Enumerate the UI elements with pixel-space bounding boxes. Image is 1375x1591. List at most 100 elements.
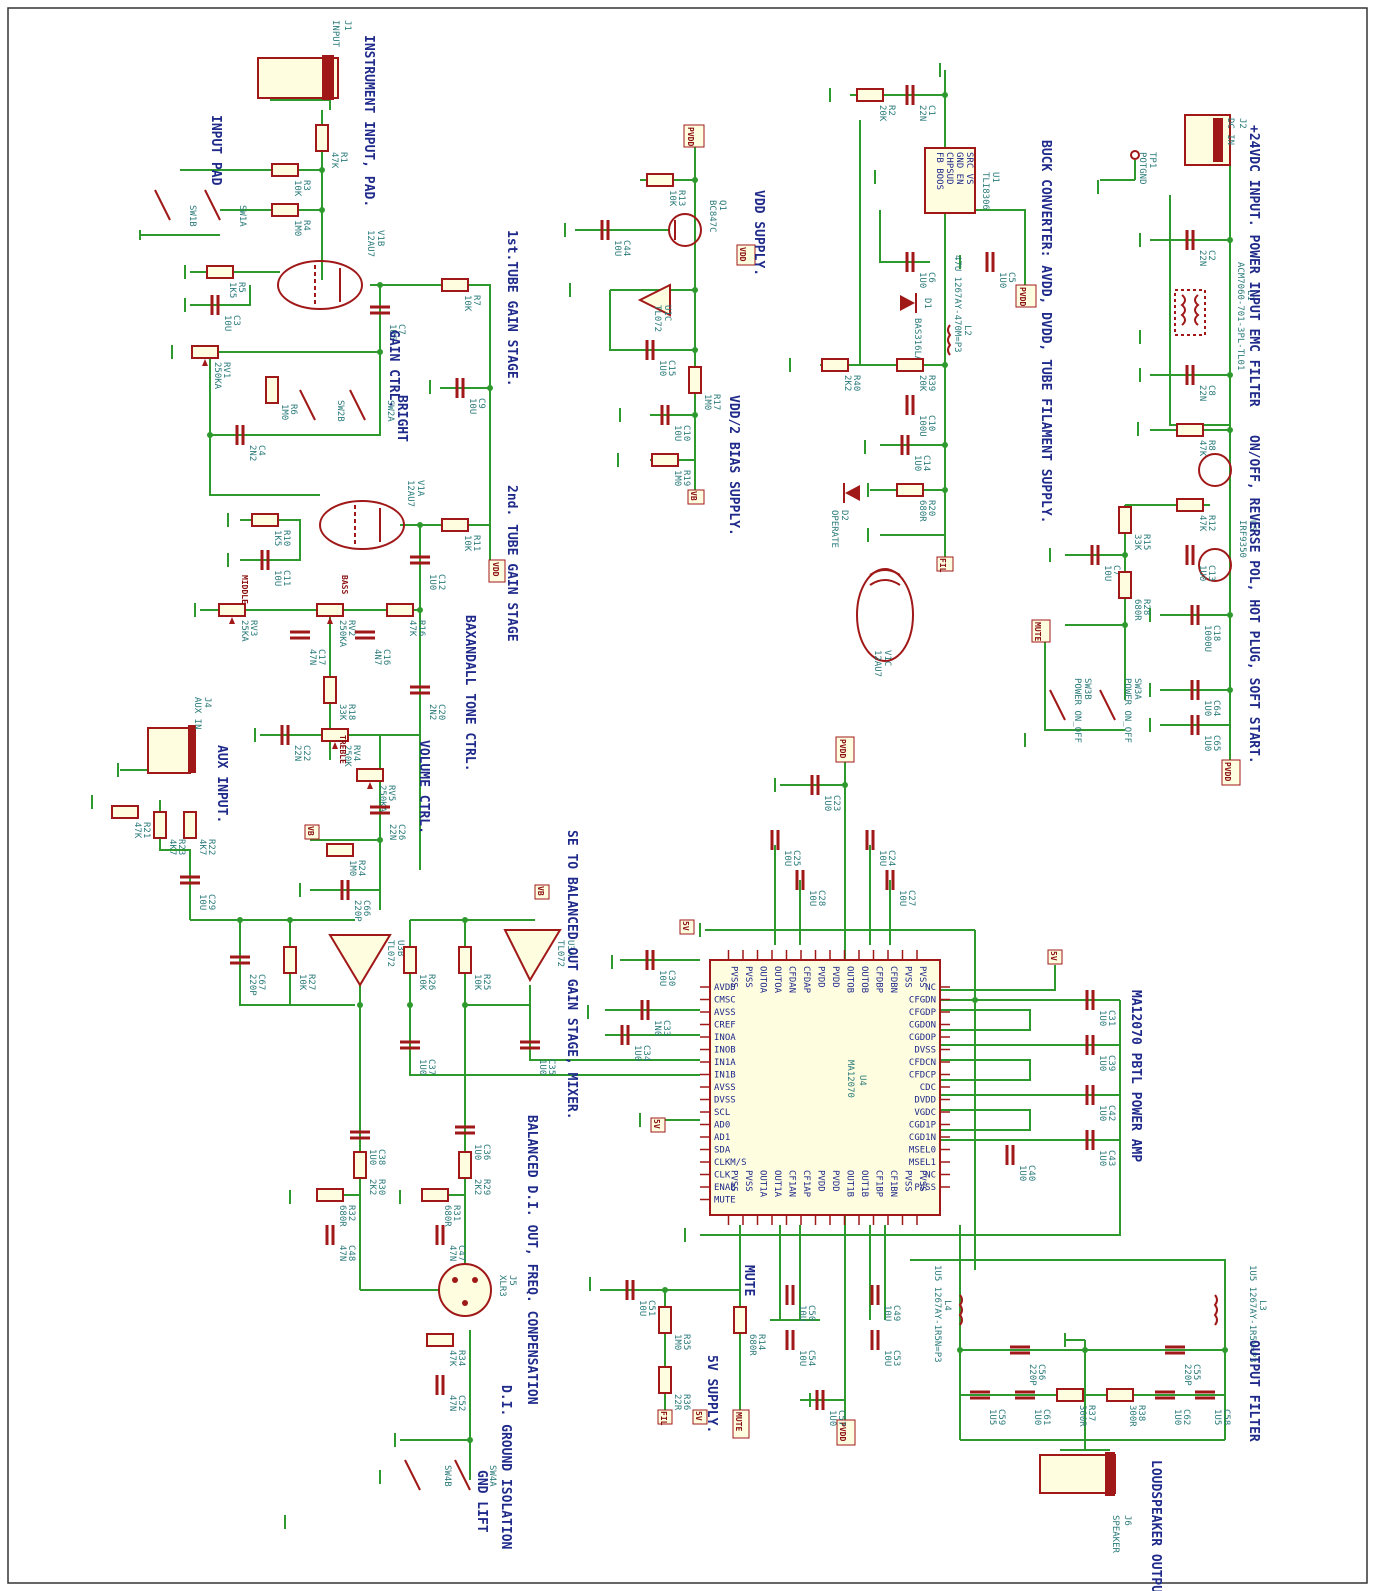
c1-ref: C1 [926, 105, 936, 116]
wire-network [120, 70, 1231, 1480]
l3-val: 1U5 1267AY-1R5N=P3 [1247, 1265, 1257, 1363]
r15-value: 33K [1132, 534, 1142, 551]
v1b-ref: V1B [375, 230, 385, 246]
r31-body [421, 1188, 449, 1202]
rv1-ref: RV1 [221, 362, 231, 378]
r8-ref: R8 [1206, 440, 1216, 451]
u5-ref: U5 [1247, 520, 1257, 531]
r14-ref: R14 [756, 1334, 766, 1350]
r24-ref: R24 [356, 860, 366, 876]
u1-pin-2: GND EN [954, 152, 964, 185]
r21-ref: R21 [141, 822, 151, 838]
c23-value: 1U0 [822, 795, 832, 811]
c14-value: 1U0 [912, 455, 922, 471]
r10-ref: R10 [281, 530, 291, 546]
rv5-body [356, 768, 384, 782]
ic-bottom-pin-2: PVSS [903, 1170, 913, 1192]
c7-value: 1U5 [387, 324, 397, 340]
c7b-ref: C7 [1111, 565, 1121, 576]
ic-bottom-pin-9: CF1AP [801, 1170, 811, 1198]
title-on-off: ON/OFF, REVERSE POL, HOT PLUG, SOFT STAR… [1246, 435, 1261, 764]
q1-ref: Q1 [717, 200, 727, 211]
r2-ref: R2 [886, 105, 896, 116]
r15-body [1118, 506, 1132, 534]
c42-value: 1U0 [1097, 1105, 1107, 1121]
c11-ref: C11 [281, 570, 291, 586]
title-power-amp: MA12070 PBTL POWER AMP [1128, 990, 1143, 1162]
c54-value: 10U [797, 1350, 807, 1366]
rv5-wiper [367, 782, 373, 789]
ic-top-pin-11: OUTOA [772, 966, 782, 994]
c40-value: 1U0 [1017, 1165, 1027, 1181]
r25-value: 10K [472, 974, 482, 991]
ic-bottom-pin-6: OUT1B [845, 1170, 855, 1197]
c3-ref: C3 [231, 315, 241, 326]
inductor-l3: L3 1U5 1267AY-1R5N=P3 [1213, 1265, 1267, 1363]
c12-value: 1U0 [427, 574, 437, 590]
r11-value: 10K [462, 535, 472, 552]
rv3-value: 25KA [239, 620, 249, 642]
c30-ref: C30 [666, 970, 676, 986]
c52-value: 47N [447, 1395, 457, 1411]
q1-type: BC847C [707, 200, 717, 233]
c52-ref: C52 [456, 1395, 466, 1411]
c64-value: 1U0 [1202, 700, 1212, 716]
r11-ref: R11 [471, 535, 481, 551]
r19-ref: R19 [681, 470, 691, 486]
ic-top-pin-12: OUTOA [758, 966, 768, 994]
c66-ref: C66 [361, 900, 371, 916]
c16-ref: C16 [381, 649, 391, 665]
title-power-input: +24VDC INPUT. POWER INPUT EMC FILTER [1246, 125, 1261, 407]
title-vdd-supply: VDD SUPPLY. [751, 190, 766, 276]
c47-value: 47N [447, 1245, 457, 1261]
r18-body [323, 676, 337, 704]
r1-value: 47K [329, 152, 339, 169]
net-pvdd-5: PVDD [838, 1422, 847, 1441]
r27-body [283, 946, 297, 974]
sw1a-ref: SW1A [237, 205, 247, 227]
tube-v1b: V1B 12AU7 [277, 230, 385, 310]
buck-ic-u1: U1 TLI8306 SRC VS GND EN CHPSUD FB BOOS [924, 147, 1000, 214]
title-output-filter: OUTPUT FILTER [1246, 1340, 1261, 1442]
r14-body [733, 1306, 747, 1334]
r22-body [183, 811, 197, 839]
j2-name: DC IN [1225, 118, 1235, 145]
c44-ref: C44 [621, 240, 631, 256]
sw3a-label: POWER ON_OFF [1122, 678, 1132, 743]
r37-value: 300R [1077, 1405, 1087, 1427]
ic-right-pin-17: PVSS [914, 1183, 936, 1193]
title-mute: MUTE [741, 1265, 756, 1296]
l1-ref: L1 [1245, 290, 1255, 301]
ic-left-pin-4: CREF [714, 1021, 736, 1031]
c25-value: 10U [782, 850, 792, 866]
c2-value: 22N [1197, 250, 1207, 266]
ic-left-pins: AVDDCMSCAVSSCREFINOAINOBIN1AIN1BAVSSDVSS… [700, 983, 747, 1206]
c17-value: 47N [307, 649, 317, 665]
r37-body [1056, 1388, 1084, 1402]
r26-value: 10K [417, 974, 427, 991]
ic-bottom-pins: PVSSPVSSCF1BNCF1BPOUT1BOUT1BPVDDPVDDCF1A… [727, 1170, 927, 1225]
title-loudspeaker: LOUDSPEAKER OUTPUT [1148, 1460, 1163, 1591]
ic-right-pin-4: CGDON [909, 1021, 936, 1031]
